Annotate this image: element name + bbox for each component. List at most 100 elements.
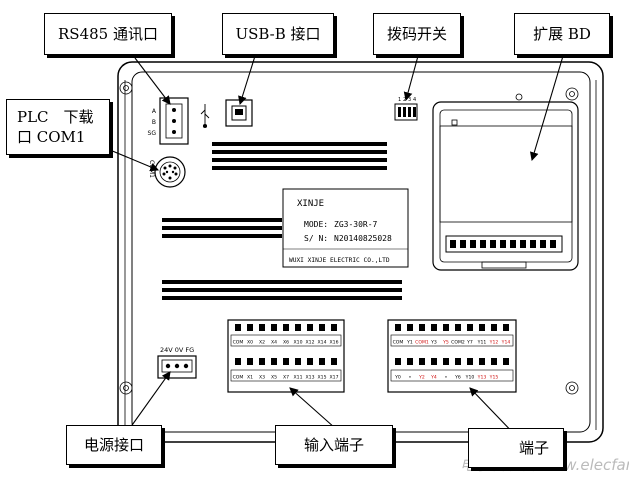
input-terminal-screw-top xyxy=(271,324,277,331)
input-terminal-label-top: X2 xyxy=(259,340,265,346)
input-terminal-label-top: X6 xyxy=(283,340,289,346)
output-terminal-label-bottom: Y13 xyxy=(477,375,487,381)
input-terminal-label-top: X12 xyxy=(306,340,315,346)
dip-num-4: 4 xyxy=(413,97,416,103)
output-terminal-screw-top xyxy=(491,324,497,331)
callout-plc-com1: PLC 下载 口 COM1 xyxy=(6,99,110,155)
nameplate-mode-value: ZG3-30R-7 xyxy=(334,220,378,229)
input-terminal-screw-top xyxy=(247,324,253,331)
callout-input-label: 输入端子 xyxy=(303,435,364,454)
input-terminal-screw-bottom xyxy=(295,358,301,365)
input-terminal-screw-bottom xyxy=(307,358,313,365)
expansion-bd-pin xyxy=(530,240,536,248)
dip-num-2: 2 xyxy=(403,97,406,103)
input-terminal-label-bottom: X17 xyxy=(330,375,339,381)
expansion-bd-pin xyxy=(470,240,476,248)
callout-input-terminals: 输入端子 xyxy=(275,425,393,465)
com1-port-label: COM1 xyxy=(148,160,155,178)
callout-output-terminals: 端子 xyxy=(468,428,564,468)
callout-plc-label-line2: 口 COM1 xyxy=(17,128,86,146)
output-terminal-label-top: Y7 xyxy=(466,340,473,346)
input-terminal-label-top: X0 xyxy=(247,340,253,346)
input-terminal-label-bottom: X5 xyxy=(271,375,277,381)
output-terminal-label-top: Y1 xyxy=(406,340,413,346)
nameplate-mode-label: MODE: xyxy=(304,220,328,229)
nameplate-brand: XINJE xyxy=(297,199,324,209)
input-terminal-screw-top xyxy=(331,324,337,331)
output-terminal-screw-bottom xyxy=(419,358,425,365)
expansion-bd-pin xyxy=(460,240,466,248)
output-terminal-label-bottom: Y6 xyxy=(454,375,461,381)
output-terminal-screw-top xyxy=(467,324,473,331)
nameplate-sn-label: S/ N: xyxy=(304,234,328,243)
input-terminal-label-bottom: X3 xyxy=(259,375,265,381)
input-terminal-screw-bottom xyxy=(235,358,241,365)
callout-expansion-label: 扩展 BD xyxy=(533,24,591,43)
rs485-connector: A B SG xyxy=(148,97,189,145)
output-terminal-label-top: COM1 xyxy=(415,340,429,346)
input-terminal-screw-top xyxy=(259,324,265,331)
input-terminal-screw-bottom xyxy=(283,358,289,365)
output-terminal-label-top: COM xyxy=(393,340,404,346)
input-terminal-label-top: X14 xyxy=(318,340,327,346)
rs485-pin-a: A xyxy=(152,108,157,115)
input-terminal-screw-top xyxy=(295,324,301,331)
output-terminal-screw-bottom xyxy=(503,358,509,365)
callout-usb-label: USB-B 接口 xyxy=(235,24,321,43)
output-terminal-label-strip-bottom xyxy=(390,369,514,382)
vent-slots xyxy=(162,142,402,300)
input-terminal-label-strip-top xyxy=(230,334,342,347)
expansion-bd-pin xyxy=(550,240,556,248)
expansion-bd-pin xyxy=(490,240,496,248)
output-terminal-label-top: Y14 xyxy=(501,340,511,346)
callout-plc-label-line1: PLC 下载 xyxy=(17,107,94,126)
output-terminal-screw-top xyxy=(479,324,485,331)
callout-power-label: 电源接口 xyxy=(83,435,144,454)
expansion-bd-pin xyxy=(480,240,486,248)
input-terminal-label-bottom: X15 xyxy=(318,375,327,381)
input-terminal-label-top: COM xyxy=(233,340,244,346)
input-terminal-label-bottom: X11 xyxy=(294,375,303,381)
callout-dip-switch: 拨码开关 xyxy=(373,13,461,55)
output-terminal-screw-top xyxy=(503,324,509,331)
output-terminal-screw-bottom xyxy=(479,358,485,365)
expansion-bd-pin xyxy=(520,240,526,248)
output-terminal-label-bottom: Y15 xyxy=(489,375,499,381)
input-terminal-label-top: X10 xyxy=(294,340,303,346)
callout-rs485-label: RS485 通讯口 xyxy=(58,24,158,43)
expansion-bd-slot xyxy=(432,93,579,271)
output-terminal-label-top: Y3 xyxy=(430,340,437,346)
input-terminal-screw-bottom xyxy=(259,358,265,365)
input-terminal-label-top: X16 xyxy=(330,340,339,346)
output-terminal-screw-bottom xyxy=(431,358,437,365)
output-terminal-screw-top xyxy=(419,324,425,331)
output-terminal-label-strip-top xyxy=(390,334,514,347)
input-terminal-label-strip-bottom xyxy=(230,369,342,382)
dip-switch: 1 2 3 4 xyxy=(394,97,418,121)
input-terminal-screw-bottom xyxy=(247,358,253,365)
output-terminal-screw-top xyxy=(407,324,413,331)
output-terminal-label-top: Y11 xyxy=(477,340,487,346)
output-terminal-screw-top xyxy=(455,324,461,331)
dip-num-3: 3 xyxy=(408,97,411,103)
callout-expansion-bd: 扩展 BD xyxy=(514,13,610,55)
usb-icon xyxy=(200,104,210,129)
output-terminal-label-bottom: • xyxy=(445,376,448,381)
input-terminal-label-bottom: X1 xyxy=(247,375,253,381)
expansion-bd-pin xyxy=(510,240,516,248)
callout-rs485: RS485 通讯口 xyxy=(44,13,172,55)
rs485-pin-b: B xyxy=(152,119,156,126)
output-terminal-screw-top xyxy=(395,324,401,331)
leader-lines xyxy=(109,55,564,441)
input-terminal-screw-top xyxy=(307,324,313,331)
input-terminal-screw-bottom xyxy=(271,358,277,365)
callout-output-label: 端子 xyxy=(518,438,549,457)
output-terminal-label-top: Y5 xyxy=(442,340,449,346)
output-terminal-screw-bottom xyxy=(455,358,461,365)
corner-screws xyxy=(119,81,579,395)
nameplate-sn-value: N20140825028 xyxy=(334,234,392,243)
output-terminal-label-bottom: Y0 xyxy=(394,375,401,381)
input-terminal-label-bottom: X13 xyxy=(306,375,315,381)
